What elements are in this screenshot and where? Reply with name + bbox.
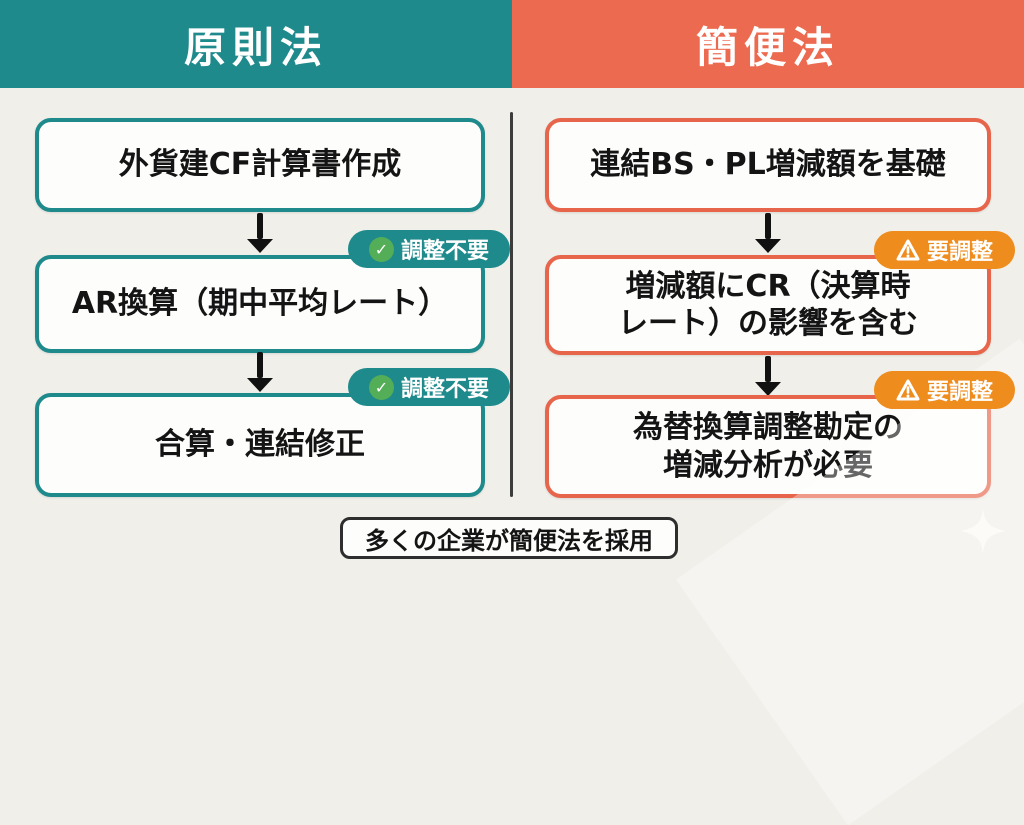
principle-step-2-text: AR換算（期中平均レート）: [71, 286, 449, 322]
simplified-step-3-text-line1: 為替換算調整勘定の: [633, 410, 903, 445]
adjustment-required-badge: 要調整: [874, 371, 1015, 409]
adjustment-required-badge-label: 要調整: [926, 240, 993, 265]
simplified-step-3-box: 為替換算調整勘定の 増減分析が必要: [545, 395, 991, 498]
principle-step-3-text: 合算・連結修正: [155, 427, 365, 463]
down-arrow-icon: [754, 356, 782, 396]
no-adjustment-badge: ✓ 調整不要: [348, 230, 510, 268]
down-arrow-icon: [246, 352, 274, 392]
header-principle-method: 原則法: [0, 0, 512, 88]
no-adjustment-badge-label: 調整不要: [400, 239, 489, 264]
warning-triangle-icon: [896, 379, 920, 401]
simplified-step-1-text: 連結BS・PL増減額を基礎: [590, 147, 946, 183]
principle-step-1-box: 外貨建CF計算書作成: [35, 118, 485, 212]
simplified-step-2-text-line1: 増減額にCR（決算時: [625, 268, 911, 304]
sparkle-star-icon: [961, 509, 1005, 557]
header-simplified-method: 簡便法: [512, 0, 1024, 88]
simplified-step-2-box: 増減額にCR（決算時 レート）の影響を含む: [545, 255, 991, 355]
simplified-step-3-text-line2: 増減分析が必要: [663, 447, 873, 483]
check-circle-icon: ✓: [368, 236, 394, 262]
check-circle-icon: ✓: [368, 374, 394, 400]
principle-step-2-box: AR換算（期中平均レート）: [35, 255, 485, 353]
method-title-bar: 原則法 簡便法: [0, 0, 1024, 88]
adjustment-required-badge: 要調整: [874, 231, 1015, 269]
no-adjustment-badge: ✓ 調整不要: [348, 368, 510, 406]
no-adjustment-badge-label: 調整不要: [400, 377, 489, 402]
warning-triangle-icon: [896, 239, 920, 261]
simplified-step-1-box: 連結BS・PL増減額を基礎: [545, 118, 991, 212]
simplified-step-2-text-line2: レート）の影響を含む: [618, 306, 918, 341]
down-arrow-icon: [246, 213, 274, 253]
adjustment-required-badge-label: 要調整: [926, 380, 993, 405]
footer-note-box: 多くの企業が簡便法を採用: [340, 517, 678, 559]
header-simplified-label: 簡便法: [695, 22, 840, 72]
down-arrow-icon: [754, 213, 782, 253]
footer-note-text: 多くの企業が簡便法を採用: [365, 526, 653, 555]
header-principle-label: 原則法: [183, 22, 328, 72]
principle-step-3-box: 合算・連結修正: [35, 393, 485, 497]
principle-step-1-text: 外貨建CF計算書作成: [118, 147, 402, 183]
column-divider: [510, 112, 513, 497]
